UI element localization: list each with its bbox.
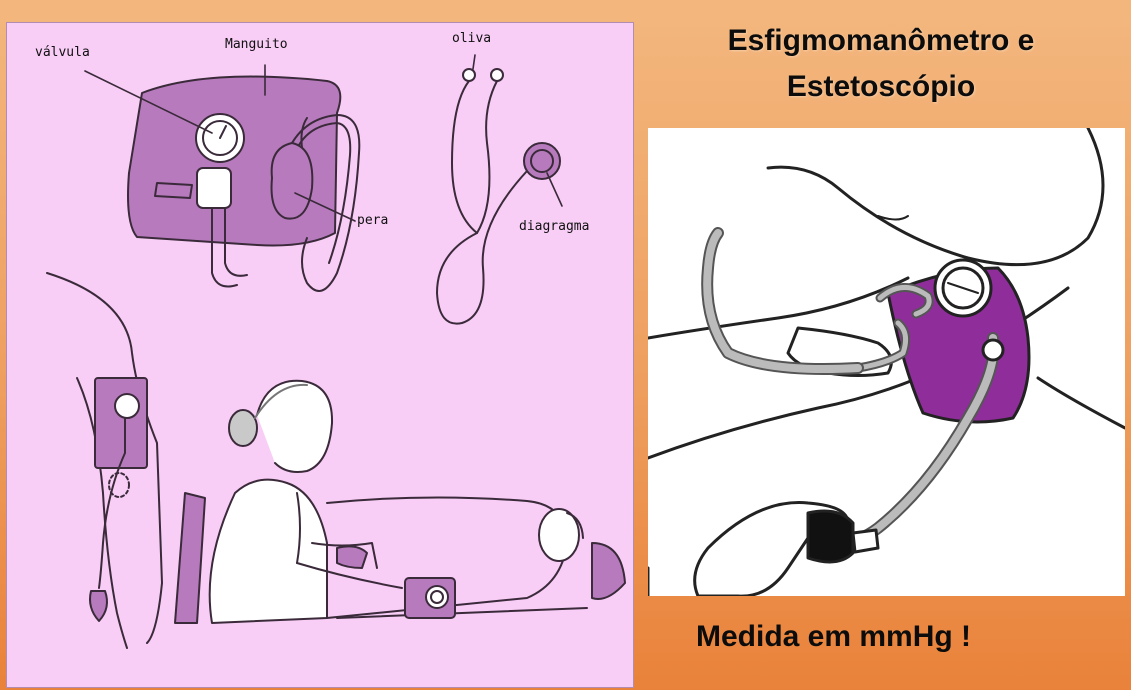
left-illustration-panel: válvula Manguito pera oliva diagragma: [6, 22, 634, 688]
cuff-measurement-illustration: [648, 128, 1125, 596]
title-line-1: Esfigmomanômetro e: [646, 18, 1116, 64]
label-manguito: Manguito: [225, 37, 288, 52]
arm-with-cuff-drawing: [47, 273, 162, 648]
right-illustration-panel: [648, 128, 1125, 596]
label-valvula: válvula: [35, 45, 90, 60]
nurse-patient-drawing: [175, 381, 625, 623]
title-line-2: Estetoscópio: [646, 64, 1116, 110]
caption-text: Medida em mmHg !: [696, 620, 1096, 654]
equipment-illustration: [7, 23, 633, 687]
label-oliva: oliva: [452, 31, 491, 46]
label-diagragma: diagragma: [519, 219, 589, 234]
page-title: Esfigmomanômetro e Estetoscópio: [646, 18, 1116, 110]
label-pera: pera: [357, 213, 388, 228]
stethoscope-drawing: [437, 69, 560, 324]
